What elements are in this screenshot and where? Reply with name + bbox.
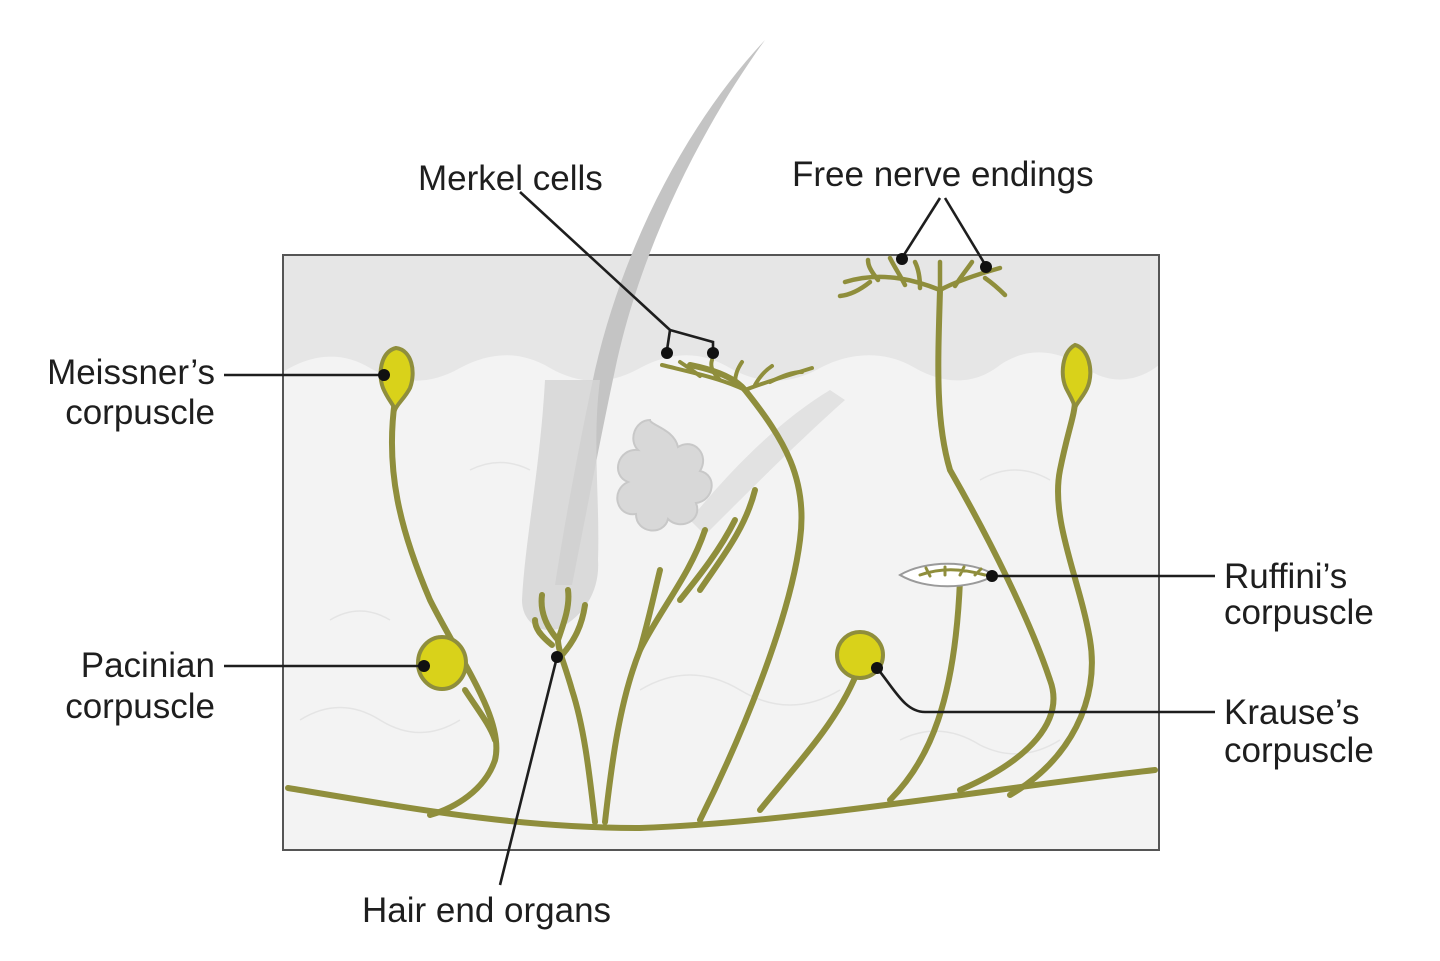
- dot-free-nerve-2: [980, 261, 992, 273]
- free-nerve-endings-fan: [837, 255, 1008, 299]
- label-pacinian-line2: corpuscle: [65, 687, 215, 726]
- label-ruffini-line1: Ruffini’s: [1224, 557, 1347, 596]
- label-meissner-line2: corpuscle: [65, 393, 215, 432]
- skin-border: [282, 254, 1160, 851]
- dermis-texture: [299, 461, 1061, 755]
- merkel-disc-fan: [660, 358, 814, 392]
- dot-ruffini: [986, 570, 998, 582]
- dot-pacinian: [418, 660, 430, 672]
- label-free-nerve-endings: Free nerve endings: [792, 155, 1094, 194]
- hair: [522, 40, 765, 631]
- leader-free-nerve-right: [943, 197, 988, 267]
- dot-merkel-2: [707, 347, 719, 359]
- nerve-network: [285, 287, 1158, 831]
- label-merkel-cells: Merkel cells: [418, 159, 603, 198]
- leader-lines: [224, 191, 1215, 886]
- main-nerve: [285, 767, 1158, 831]
- pointer-dots: [378, 253, 998, 674]
- dot-free-nerve-1: [896, 253, 908, 265]
- hair-follicle: [522, 380, 600, 631]
- label-pacinian-line1: Pacinian: [81, 646, 215, 685]
- meissner-corpuscle-right: [1060, 342, 1093, 409]
- label-krause-line2: corpuscle: [1224, 731, 1374, 770]
- dot-meissner: [378, 369, 390, 381]
- leader-free-nerve-left: [900, 197, 942, 259]
- label-krause-line1: Krause’s: [1224, 693, 1360, 732]
- label-ruffini-line2: corpuscle: [1224, 593, 1374, 632]
- leader-krause: [875, 667, 1215, 714]
- dot-hair: [551, 651, 563, 663]
- leader-merkel: [519, 191, 671, 331]
- dot-krause: [871, 662, 883, 674]
- labels: Merkel cells Free nerve endings Meissner…: [47, 155, 1374, 930]
- sweat-gland: [616, 390, 845, 535]
- pacinian-corpuscle: [416, 635, 468, 691]
- label-meissner-line1: Meissner’s: [47, 353, 215, 392]
- leader-hair: [498, 656, 559, 886]
- dot-merkel-1: [661, 347, 673, 359]
- label-hair-end-organs: Hair end organs: [362, 891, 611, 930]
